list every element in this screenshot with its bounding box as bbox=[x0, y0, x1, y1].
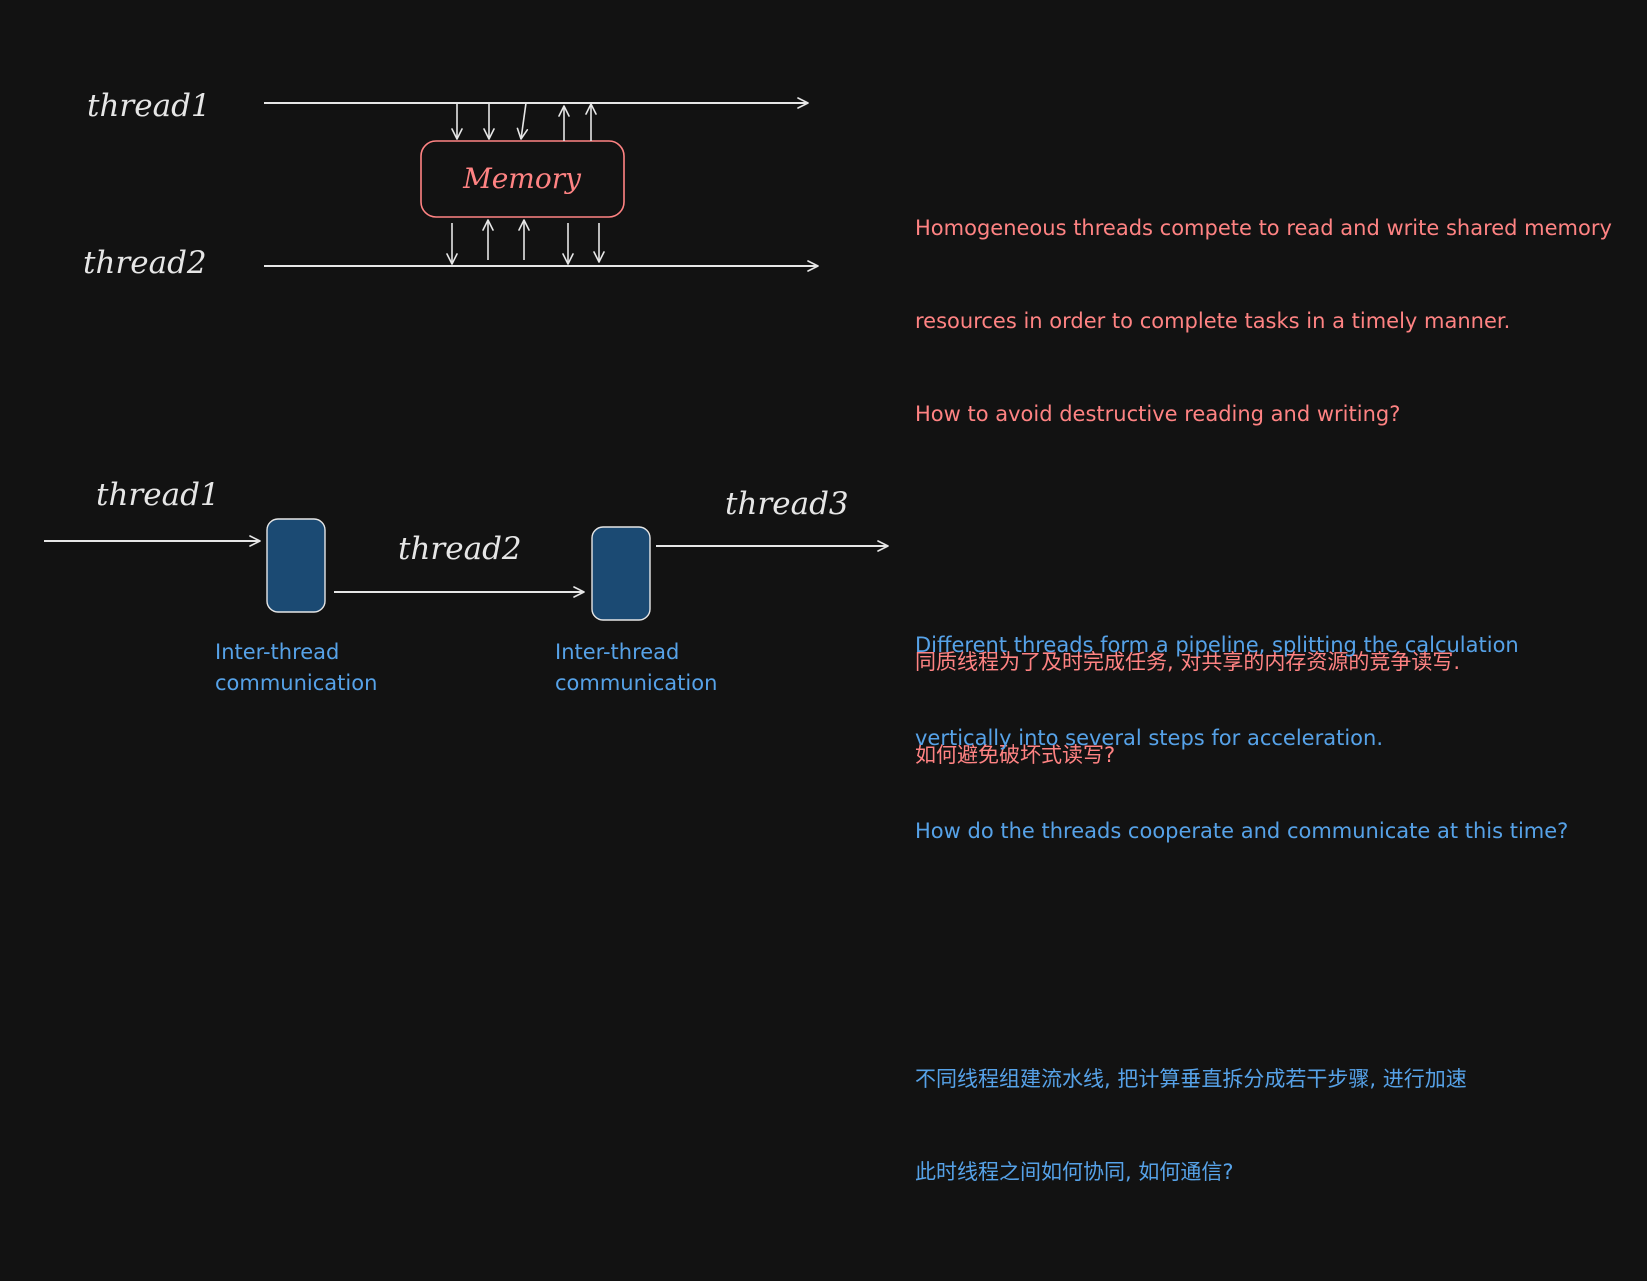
top-description-english: Homogeneous threads compete to read and … bbox=[915, 151, 1612, 492]
top-thread2-label: thread2 bbox=[83, 245, 207, 281]
diagram-canvas: thread1 thread2 Memory thread1 thread2 t… bbox=[44, 88, 889, 621]
bottom-thread3-label: thread3 bbox=[725, 486, 849, 522]
description-line: vertically into several steps for accele… bbox=[915, 726, 1383, 750]
bottom-thread1-label: thread1 bbox=[96, 477, 220, 513]
description-line: 不同线程组建流水线, 把计算垂直拆分成若干步骤, 进行加速 bbox=[915, 1067, 1467, 1091]
bottom-description-chinese: 不同线程组建流水线, 把计算垂直拆分成若干步骤, 进行加速 此时线程之间如何协同… bbox=[915, 1002, 1568, 1250]
top-thread1-label: thread1 bbox=[87, 88, 211, 124]
bottom-diagram: thread1 thread2 thread3 bbox=[44, 477, 889, 621]
memory-label: Memory bbox=[462, 162, 582, 195]
pipeline-stage-box-1 bbox=[266, 518, 326, 613]
description-line: How do the threads cooperate and communi… bbox=[915, 819, 1569, 843]
description-line: How to avoid destructive reading and wri… bbox=[915, 402, 1401, 426]
description-line: Different threads form a pipeline, split… bbox=[915, 633, 1519, 657]
description-line: Homogeneous threads compete to read and … bbox=[915, 216, 1612, 240]
description-line: 同质线程为了及时完成任务, 对共享的内存资源的竞争读写. bbox=[915, 650, 1461, 674]
pipeline-stage-box-2 bbox=[591, 526, 651, 621]
description-line: resources in order to complete tasks in … bbox=[915, 309, 1511, 333]
bottom-thread2-label: thread2 bbox=[398, 531, 522, 567]
top-description: Homogeneous threads compete to read and … bbox=[915, 89, 1612, 864]
top-description-chinese: 同质线程为了及时完成任务, 对共享的内存资源的竞争读写. 如何避免破坏式读写? bbox=[915, 585, 1612, 833]
description-line: 如何避免破坏式读写? bbox=[915, 743, 1116, 767]
top-diagram: thread1 thread2 Memory bbox=[83, 88, 819, 281]
bottom-description-english: Different threads form a pipeline, split… bbox=[915, 568, 1568, 909]
bottom-description: Different threads form a pipeline, split… bbox=[915, 506, 1568, 1281]
comm-label-2: Inter-thread communication bbox=[555, 640, 718, 695]
comm-label-1: Inter-thread communication bbox=[215, 640, 378, 695]
write-arrow bbox=[516, 102, 529, 140]
description-line: 此时线程之间如何协同, 如何通信? bbox=[915, 1160, 1234, 1184]
memory-box bbox=[420, 140, 625, 218]
